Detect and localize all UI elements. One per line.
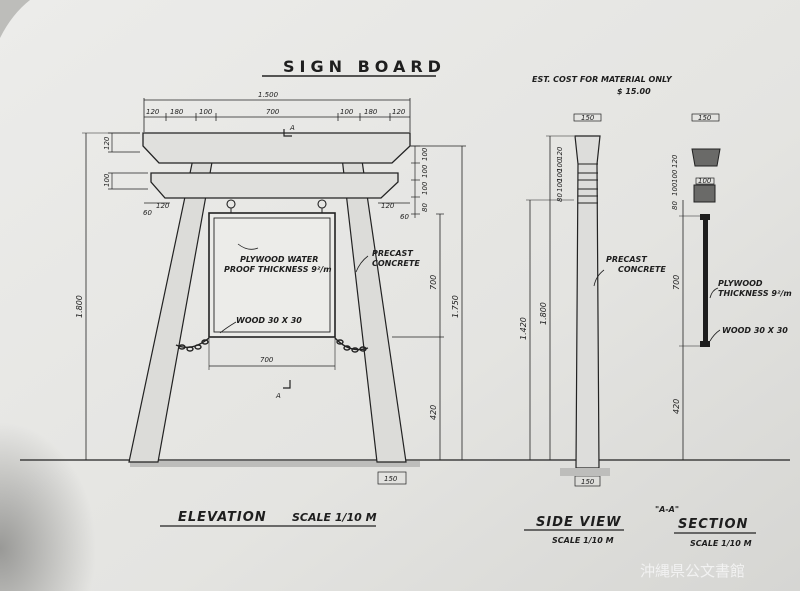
- elev-dim-top-l1: 120: [146, 108, 160, 116]
- section-tag: "A-A": [655, 505, 679, 514]
- section-dim-vert-lower: 420: [672, 399, 681, 414]
- elevation-view: [20, 98, 790, 485]
- section-dim-top: 150: [698, 114, 712, 122]
- elevation-lower-beam: [150, 172, 399, 199]
- chain-right: [334, 337, 369, 353]
- precast-leader: [355, 255, 369, 273]
- elev-dim-right-1: 100: [421, 147, 429, 161]
- side-label-precast-2: CONCRETE: [618, 265, 666, 274]
- section-dim-small-1: 120: [671, 154, 679, 168]
- section-top-beam: [691, 148, 721, 167]
- side-view-caption: SIDE VIEW: [536, 515, 622, 530]
- side-view-scale: SCALE 1/10 M: [552, 536, 614, 545]
- section-marker-label-bottom: A: [275, 392, 281, 400]
- section-label-plywood-2: THICKNESS 9²/m: [718, 289, 792, 298]
- elev-dim-vert-overall: 1.750: [451, 295, 460, 318]
- elev-dim-left-2: 100: [103, 173, 111, 187]
- side-dim-small-2: 100: [556, 158, 564, 172]
- elev-dim-foot: 150: [384, 475, 398, 483]
- side-dim-small-1: 120: [556, 146, 564, 160]
- side-dim-small-5: 80: [556, 193, 564, 202]
- wood-leader: [219, 321, 237, 334]
- section-lower-beam: [693, 184, 716, 203]
- elev-dim-vert-total: 1.800: [75, 295, 84, 318]
- paper-corner-fold: [0, 0, 30, 38]
- section-marker-label-top: A: [289, 124, 295, 132]
- side-dim-vert-main: 1.420: [519, 317, 528, 340]
- elevation-board-inner: [213, 217, 331, 333]
- chain-left: [175, 337, 210, 352]
- elev-dim-below-2: 120: [156, 202, 170, 210]
- elev-dim-top-l2: 180: [170, 108, 184, 116]
- elev-dim-top-center: 700: [266, 108, 280, 116]
- elev-dim-below-4: 60: [400, 213, 409, 221]
- section-marker-top: [283, 129, 292, 137]
- elev-dim-top-r3: 120: [392, 108, 406, 116]
- elev-dim-left-1: 120: [103, 136, 111, 150]
- elev-dim-right-2: 100: [421, 164, 429, 178]
- elev-dim-top-r1: 100: [340, 108, 354, 116]
- section-label-wood: WOOD 30 X 30: [722, 326, 788, 335]
- elev-dim-right-3: 100: [421, 181, 429, 195]
- side-dim-small-3: 100: [556, 168, 564, 182]
- drawing-title: SIGN BOARD: [283, 57, 446, 76]
- elevation-caption: ELEVATION: [178, 510, 267, 525]
- elevation-foot-dim-box: [377, 471, 407, 485]
- section-marker-bottom: [283, 380, 291, 389]
- paper-shadow: [0, 380, 160, 591]
- elev-dim-vert-lower: 420: [429, 405, 438, 420]
- elevation-sign-board: [208, 212, 336, 338]
- section-plywood-leader: [709, 287, 719, 299]
- section-dim-small-3: 100: [671, 182, 679, 196]
- section-dim-small-2: 100: [671, 169, 679, 183]
- side-dim-bottom: 150: [581, 478, 595, 486]
- elev-label-precast-1: PRECAST: [372, 249, 413, 258]
- side-dim-top: 150: [581, 114, 595, 122]
- elev-dim-board-width: 700: [260, 356, 274, 364]
- elev-label-plywood-2: PROOF THICKNESS 9²/m: [224, 265, 332, 274]
- elev-dim-right-4: 80: [421, 203, 429, 212]
- elev-dim-top-r2: 180: [364, 108, 378, 116]
- plywood-leader: [237, 243, 259, 250]
- ground-shade: [130, 461, 420, 467]
- section-caption: SECTION: [678, 517, 748, 532]
- elev-dim-vert-board: 700: [429, 275, 438, 290]
- side-view: [526, 113, 610, 487]
- section-dim-small-4: 80: [671, 201, 679, 210]
- section-wood-leader: [709, 329, 721, 342]
- section-scale: SCALE 1/10 M: [690, 539, 752, 548]
- side-dim-vert-total: 1.800: [539, 302, 548, 325]
- elevation-top-beam: [142, 132, 411, 164]
- side-view-post: [574, 135, 601, 469]
- side-precast-leader: [593, 269, 605, 287]
- archive-stamp: 沖縄県公文書館: [640, 562, 745, 580]
- section-dim-vert-board: 700: [672, 275, 681, 290]
- section-label-plywood-1: PLYWOOD: [718, 279, 763, 288]
- elevation-scale: SCALE 1/10 M: [292, 511, 377, 524]
- elev-label-plywood-1: PLYWOOD WATER: [240, 255, 318, 264]
- elev-dim-overall: 1.500: [258, 91, 279, 99]
- side-label-precast-1: PRECAST: [606, 255, 647, 264]
- cost-note-line1: EST. COST FOR MATERIAL ONLY: [532, 75, 673, 84]
- section-dim-small: 100: [698, 177, 712, 185]
- elev-label-precast-2: CONCRETE: [372, 259, 420, 268]
- elev-dim-below-3: 120: [381, 202, 395, 210]
- elev-dim-below-1: 60: [143, 209, 152, 217]
- side-dim-small-4: 100: [556, 178, 564, 192]
- elev-dim-top-l3: 100: [199, 108, 213, 116]
- section-board: [703, 216, 708, 346]
- section-view: [679, 113, 721, 460]
- elev-label-wood: WOOD 30 X 30: [236, 316, 302, 325]
- cost-note-line2: $ 15.00: [617, 87, 651, 96]
